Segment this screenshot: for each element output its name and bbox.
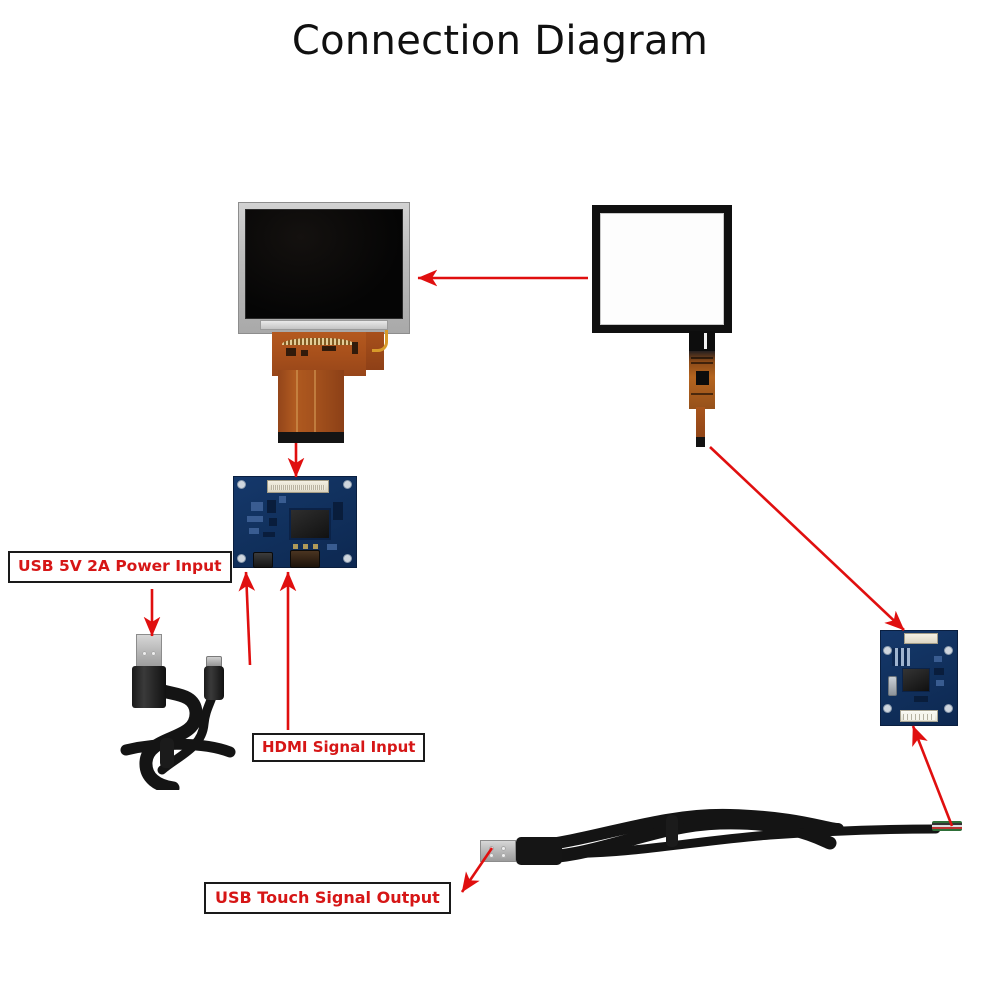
lcd-screen: [245, 209, 403, 319]
smd-component: [269, 518, 277, 526]
touch-fpc-tail: [696, 407, 705, 443]
smd-component: [934, 656, 942, 662]
lcd-ribbon-chip: [322, 346, 336, 351]
lcd-ribbon-ic-row: [282, 338, 354, 345]
smd-component: [934, 668, 944, 675]
smd-component: [327, 544, 337, 550]
usb-touch-cable: [470, 795, 970, 895]
smd-component: [251, 502, 263, 511]
capacitive-touch-panel: [592, 205, 732, 447]
label-usb-touch-signal-output: USB Touch Signal Output: [204, 882, 451, 914]
lcd-ribbon-chip: [286, 348, 296, 356]
usb-a-overmold: [132, 666, 166, 708]
smd-component: [263, 532, 275, 537]
usb-touch-controller-board: [880, 630, 958, 726]
usb-touch-cable-wire: [516, 808, 941, 865]
usb-power-cable: [118, 630, 248, 795]
lcd-ribbon-stripe: [314, 370, 316, 438]
touch-fpc-marking: [691, 357, 713, 359]
pin-header-pads: [892, 648, 910, 666]
smd-component: [936, 680, 944, 686]
lcd-ribbon-chip: [301, 350, 308, 356]
touch-fpc-slot: [704, 333, 707, 349]
lcd-bezel: [238, 202, 410, 334]
smd-component: [293, 544, 298, 549]
arrow-touch-fpc-to-touch-board: [709, 446, 905, 631]
micro-usb-power-port[interactable]: [253, 552, 273, 568]
smd-component: [249, 528, 259, 534]
smd-component: [247, 516, 263, 522]
usb-power-cable-wire: [120, 665, 236, 795]
usb-a-connector-power[interactable]: [136, 634, 162, 668]
smd-component: [267, 500, 276, 513]
lcd-display-panel: [238, 202, 410, 450]
touch-fpc-marking: [691, 362, 713, 364]
mounting-hole: [944, 704, 953, 713]
touch-fpc-tip: [696, 437, 705, 447]
label-usb-power-input: USB 5V 2A Power Input: [8, 551, 232, 583]
jst-cable-connector[interactable]: [900, 710, 938, 722]
lcd-ribbon-stripe: [296, 370, 298, 438]
touch-fpc-ic: [696, 371, 709, 385]
hdmi-port[interactable]: [290, 550, 320, 568]
touch-panel-viewing-area: [600, 213, 724, 325]
lcd-ribbon-chip: [352, 342, 358, 354]
smd-component: [333, 502, 343, 520]
mounting-hole: [343, 554, 352, 563]
smd-component: [313, 544, 318, 549]
mounting-hole: [944, 646, 953, 655]
smd-component: [279, 496, 286, 503]
touch-controller-ic: [902, 668, 930, 692]
lvds-ribbon-connector[interactable]: [267, 480, 329, 493]
smd-component: [914, 696, 928, 702]
mounting-hole: [237, 554, 246, 563]
usb-a-connector-touch[interactable]: [480, 840, 516, 862]
scaler-ic: [289, 508, 331, 540]
hdmi-lcd-controller-board: [233, 476, 357, 568]
label-hdmi-signal-input: HDMI Signal Input: [252, 733, 426, 762]
page-title: Connection Diagram: [291, 18, 709, 64]
mounting-hole: [343, 480, 352, 489]
lcd-ribbon-hook: [372, 330, 388, 352]
touch-fpc-marking: [691, 393, 713, 395]
touch-fpc-neck: [689, 331, 715, 353]
lcd-ribbon-lower: [278, 370, 344, 438]
crystal-oscillator: [888, 676, 897, 696]
lcd-bottom-chin: [260, 320, 388, 330]
mounting-hole: [883, 704, 892, 713]
lcd-ribbon-contact-strip: [278, 432, 344, 443]
mounting-hole: [883, 646, 892, 655]
touch-fpc-connector[interactable]: [904, 633, 938, 644]
smd-component: [303, 544, 308, 549]
touch-panel-frame: [592, 205, 732, 333]
mounting-hole: [237, 480, 246, 489]
bare-wire-end[interactable]: [932, 821, 962, 831]
micro-usb-overmold: [204, 666, 224, 700]
